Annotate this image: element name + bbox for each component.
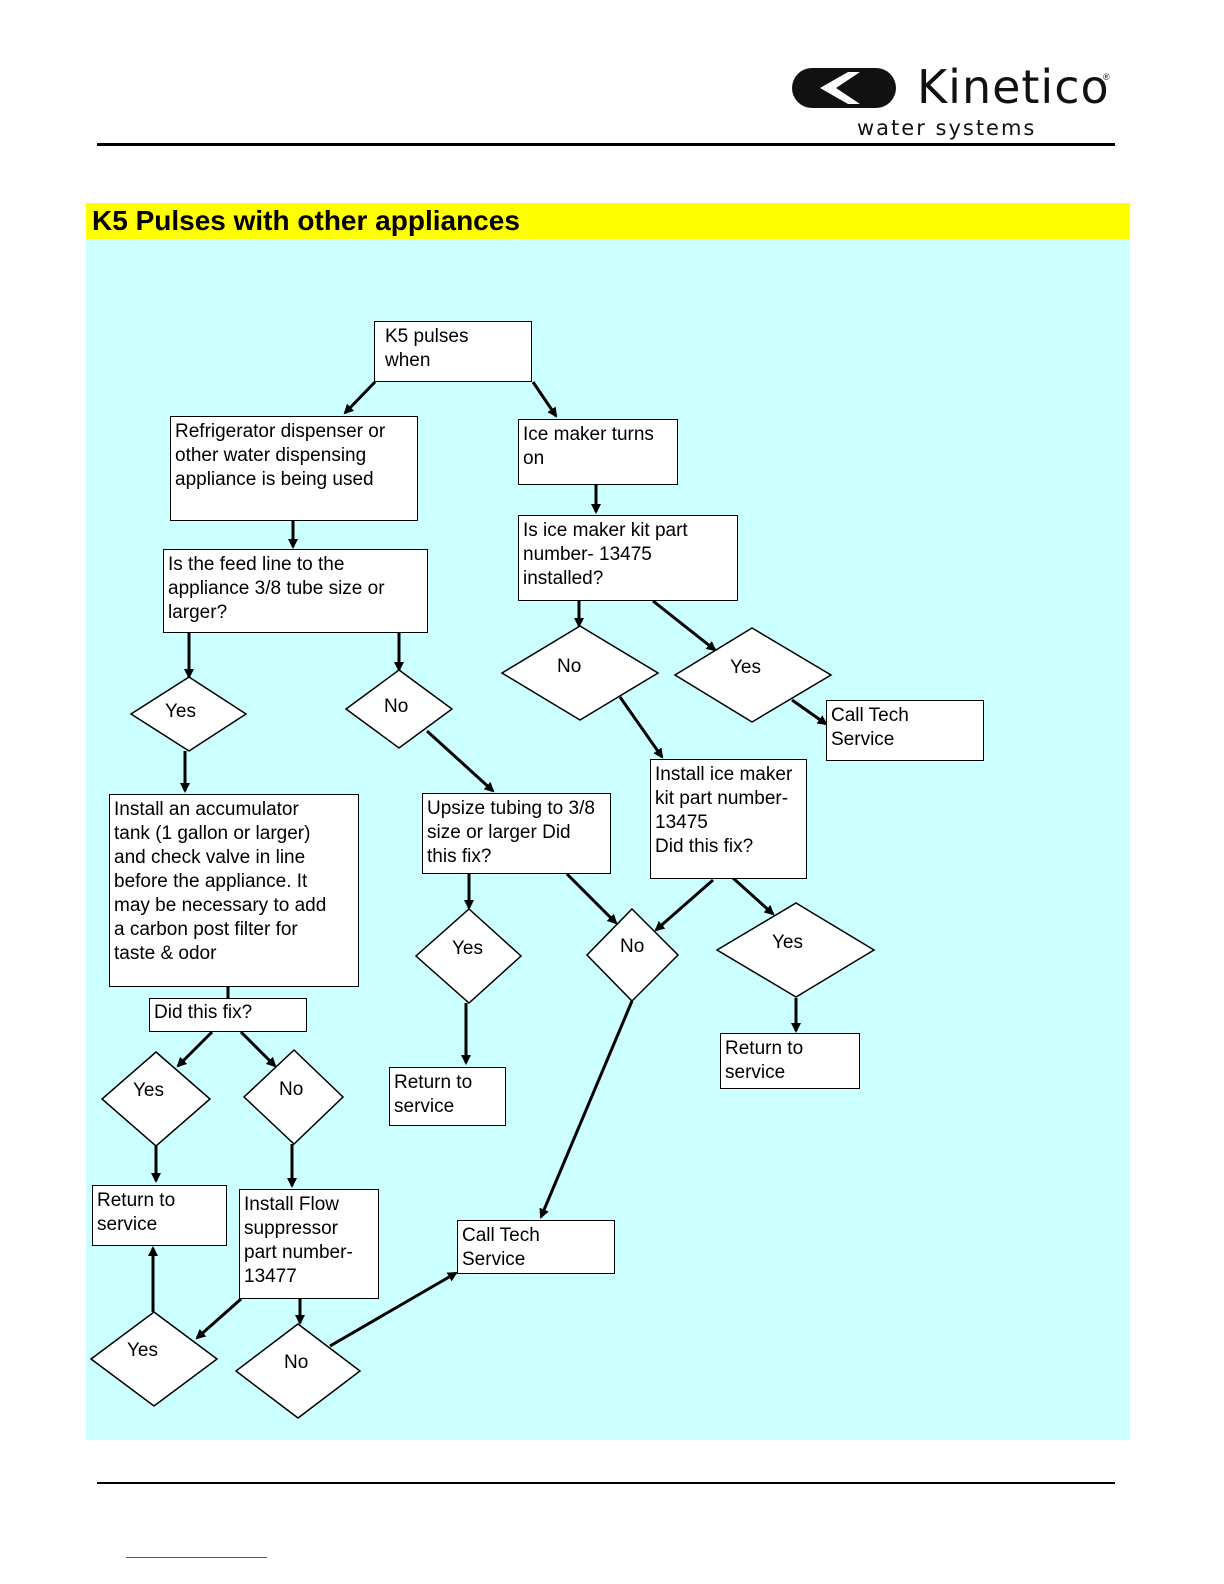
decision-diamond-feed-yes <box>129 676 248 752</box>
header-rule <box>97 143 1115 146</box>
brand-tagline: water systems <box>857 116 1037 140</box>
decision-label-suppressor-no: No <box>284 1352 309 1373</box>
node-did-this-fix: Did this fix? <box>149 998 307 1032</box>
node-accumulator: Install an accumulator tank (1 gallon or… <box>109 794 359 987</box>
node-return-service-2: Return to service <box>389 1067 506 1126</box>
node-return-service-1: Return to service <box>720 1033 860 1089</box>
decision-label-feed-yes: Yes <box>165 701 196 722</box>
node-flow-suppressor: Install Flow suppressor part number- 134… <box>239 1189 379 1299</box>
footer-link-underline <box>126 1557 267 1558</box>
arrow-start-to-ice-maker <box>531 381 558 418</box>
arrow-kit-no-to-install <box>618 696 664 759</box>
brand-name: Kinetico <box>917 60 1110 114</box>
arrow-install-to-yes <box>731 876 775 916</box>
decision-label-merge-no: No <box>620 936 645 957</box>
arrow-install-to-no <box>654 878 714 932</box>
decision-diamond-suppressor-no <box>234 1323 362 1419</box>
footer-rule <box>97 1482 1115 1484</box>
arrow-merge-no-to-call <box>539 1000 634 1219</box>
node-install-ice-kit: Install ice maker kit part number- 13475… <box>650 759 807 879</box>
decision-diamond-kit-no <box>500 625 660 721</box>
arrow-start-to-refrigerator <box>343 380 377 415</box>
arrow-suppressor-to-yes <box>195 1297 242 1340</box>
node-upsize-tubing: Upsize tubing to 3/8 size or larger Did … <box>422 793 611 874</box>
decision-diamond-suppressor-yes <box>89 1311 219 1407</box>
arrow-fix-to-no <box>239 1030 277 1068</box>
decision-label-suppressor-yes: Yes <box>127 1340 158 1361</box>
decision-label-fix-no: No <box>279 1079 304 1100</box>
kinetico-logo-icon <box>792 68 896 108</box>
node-ice-kit-question: Is ice maker kit part number- 13475 inst… <box>518 515 738 601</box>
decision-label-kit-no: No <box>557 656 582 677</box>
decision-diamond-upsize-yes <box>414 907 523 1005</box>
node-ice-maker-on: Ice maker turns on <box>518 419 678 485</box>
decision-diamond-fix-yes <box>100 1051 212 1147</box>
decision-diamond-fix-no <box>242 1048 345 1146</box>
decision-diamond-feed-no <box>344 669 454 749</box>
decision-diamond-install-yes <box>715 902 876 998</box>
decision-label-install-yes: Yes <box>772 932 803 953</box>
decision-diamond-kit-yes <box>673 627 833 723</box>
decision-label-fix-yes: Yes <box>133 1080 164 1101</box>
brand-registered-mark: ® <box>1103 72 1110 82</box>
node-call-tech-2: Call Tech Service <box>457 1220 615 1274</box>
decision-label-kit-yes: Yes <box>730 657 761 678</box>
arrow-kit-yes-to-call <box>791 698 828 726</box>
arrow-kit-to-yes <box>652 599 717 652</box>
decision-diamond-merge-no <box>585 907 680 1003</box>
decision-label-feed-no: No <box>384 696 409 717</box>
node-return-service-3: Return to service <box>92 1185 227 1246</box>
arrow-fix-to-yes <box>176 1030 214 1068</box>
arrow-feed-no-to-upsize <box>425 729 495 793</box>
arrow-upsize-to-no <box>565 872 618 925</box>
arrow-suppressor-no-to-call <box>329 1271 458 1348</box>
node-call-tech-1: Call Tech Service <box>826 700 984 761</box>
node-start: K5 pulses when <box>374 321 532 382</box>
node-refrigerator: Refrigerator dispenser or other water di… <box>170 416 418 521</box>
page-title: K5 Pulses with other appliances <box>92 205 520 236</box>
title-bar: K5 Pulses with other appliances <box>86 203 1130 239</box>
decision-label-upsize-yes: Yes <box>452 938 483 959</box>
node-feed-line-question: Is the feed line to the appliance 3/8 tu… <box>163 549 428 633</box>
